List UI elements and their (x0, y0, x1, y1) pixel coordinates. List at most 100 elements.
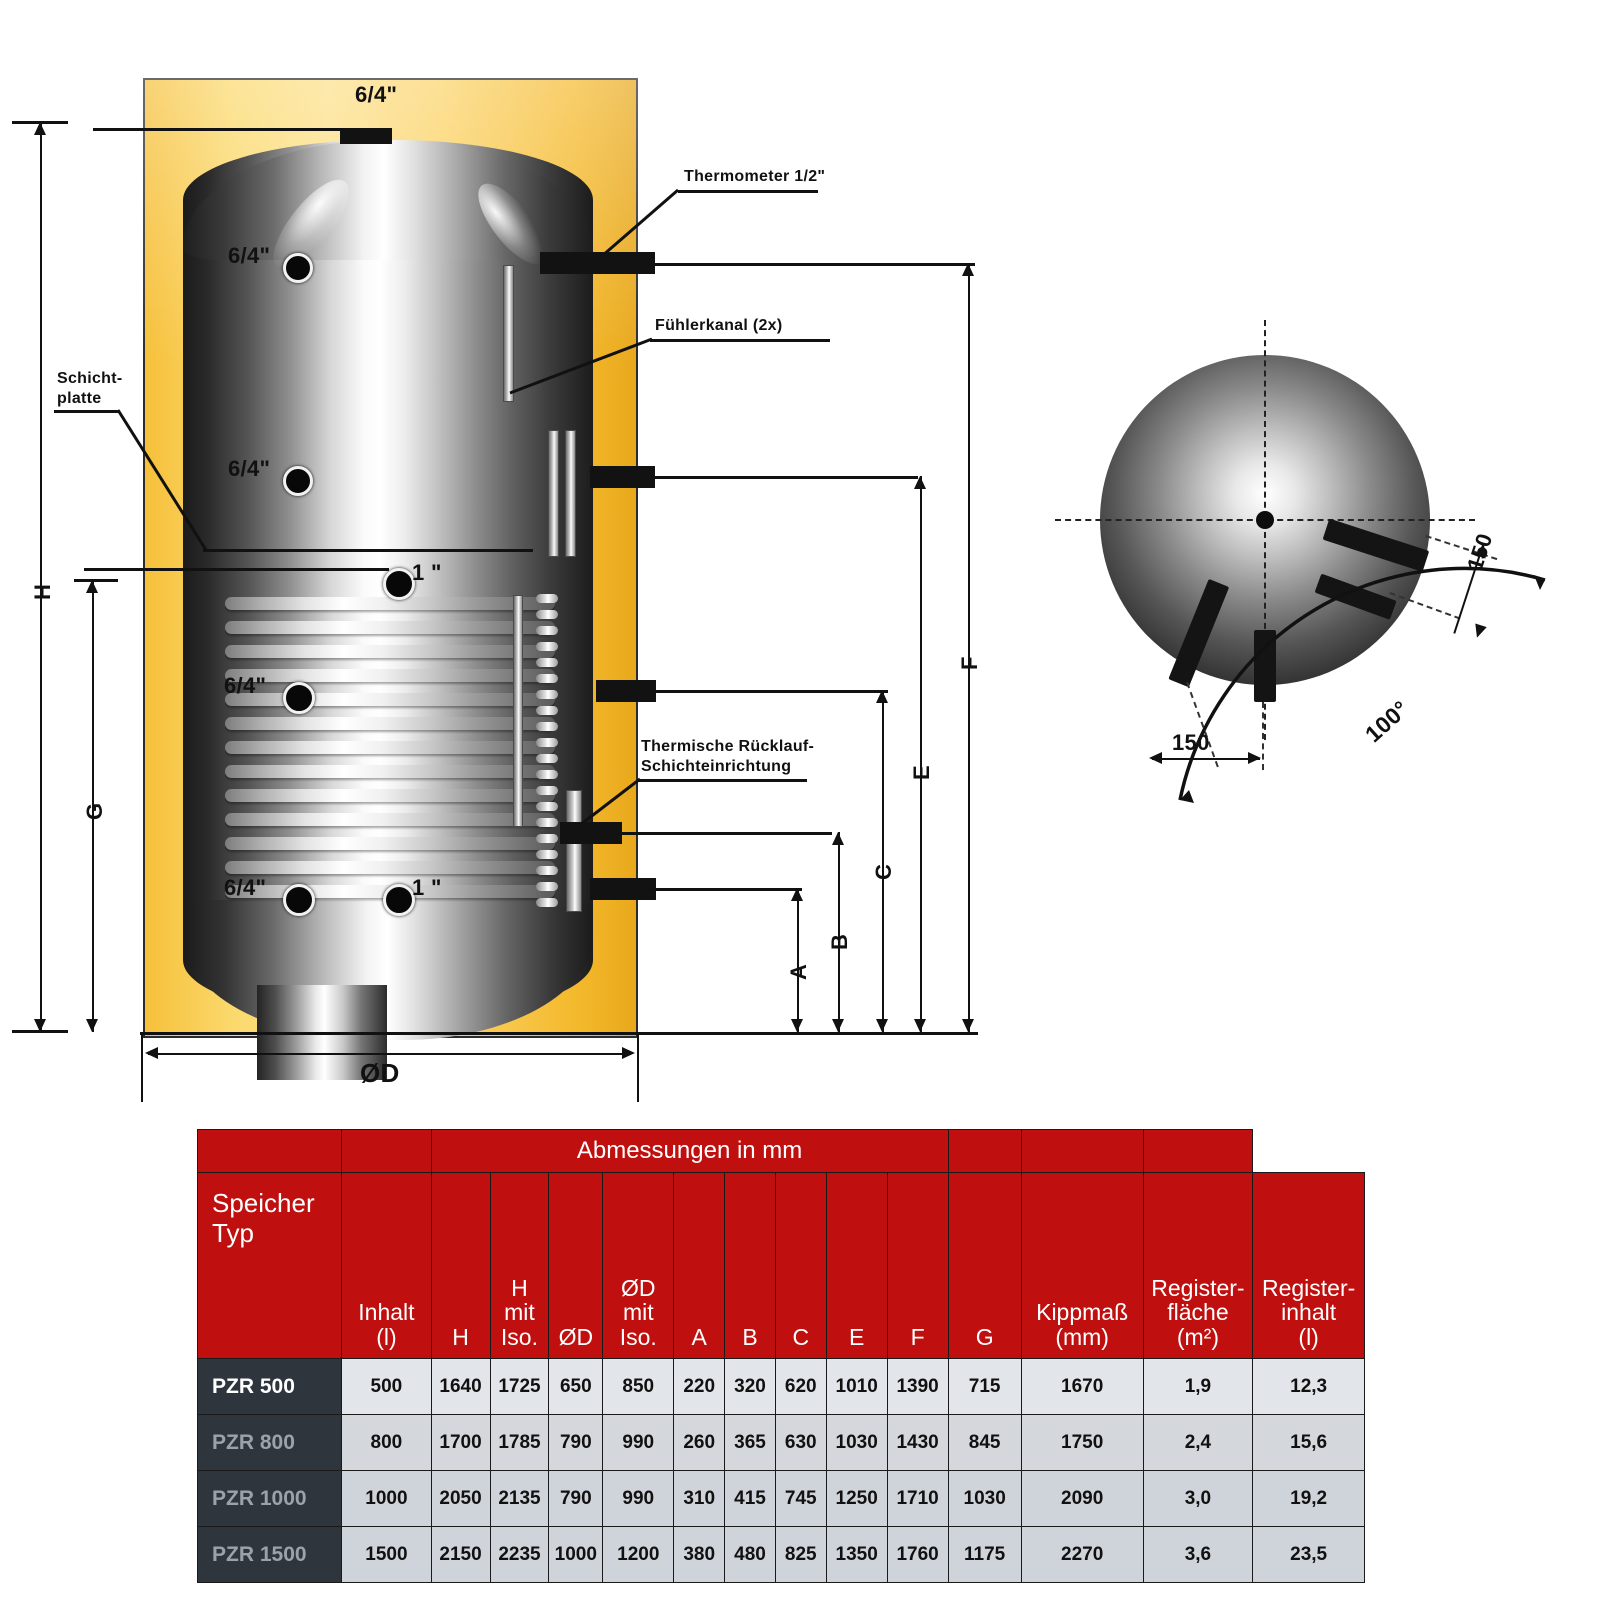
cell: 845 (947, 1414, 1022, 1471)
header-col-0-l2: Inhalt (358, 1299, 415, 1326)
header-col-13: Register- inhalt (l) (1252, 1172, 1365, 1359)
header-col-9: F (886, 1172, 949, 1359)
header-corner-blank-4 (1020, 1129, 1144, 1173)
header-col-4-l1: ØD (621, 1274, 656, 1301)
label-ruecklauf-line1: Thermische Rücklauf- (641, 738, 815, 755)
ruecklauf-leader-h (637, 779, 807, 782)
cell: 990 (602, 1470, 675, 1527)
ext-line-E (650, 476, 918, 479)
port-mid (283, 682, 315, 714)
dim-label-C: C (871, 863, 896, 880)
angle-arc-100 (1178, 566, 1546, 803)
label-thermometer: Thermometer 1/2" (684, 168, 826, 185)
header-col-1: H (430, 1172, 491, 1359)
dim-line-E (920, 476, 922, 1032)
center-point (1256, 511, 1274, 529)
baseline (140, 1032, 978, 1035)
top-nozzle (340, 128, 392, 144)
schichtplatte-leader-h (54, 410, 119, 413)
coil-return-bends (536, 590, 558, 915)
cell: 3,6 (1142, 1526, 1254, 1583)
top-nozzle-leader (93, 128, 343, 131)
dim-label-F: F (957, 656, 982, 670)
label-port-coil-in: 1 " (412, 560, 442, 585)
header-col-1-l3: H (452, 1323, 469, 1350)
cell: 790 (548, 1470, 604, 1527)
header-col-5: A (673, 1172, 726, 1359)
header-col-8: E (825, 1172, 888, 1359)
cell: 310 (673, 1470, 726, 1527)
table-row: PZR 800 800 1700 1785 790 990 260 365 63… (196, 1414, 1365, 1471)
header-col-12-l3: (m²) (1176, 1323, 1219, 1350)
cell: 800 (341, 1414, 432, 1471)
sensor-channel-lower (548, 430, 559, 557)
cell: 620 (774, 1358, 827, 1415)
dim-label-A: A (786, 963, 811, 980)
header-col-12: Register- fläche (m²) (1142, 1172, 1254, 1359)
table-body: PZR 500 500 1640 1725 650 850 220 320 62… (196, 1358, 1365, 1583)
header-col-7-l3: C (792, 1323, 810, 1350)
cell: 1200 (602, 1526, 675, 1583)
cell: 1700 (430, 1414, 491, 1471)
label-fuehlerkanal: Fühlerkanal (2x) (655, 317, 783, 334)
header-col-8-l3: E (848, 1323, 865, 1350)
cell: 1430 (886, 1414, 949, 1471)
dim-label-D: ØD (360, 1058, 400, 1088)
dim-line-B (838, 832, 840, 1032)
dim-line-A (797, 888, 799, 1032)
cell: 1390 (886, 1358, 949, 1415)
ext-line-B (617, 832, 832, 835)
cell: 12,3 (1252, 1358, 1365, 1415)
table-row: PZR 1000 1000 2050 2135 790 990 310 415 … (196, 1470, 1365, 1527)
header-corner-blank-2 (341, 1129, 432, 1173)
cell: 1000 (548, 1526, 604, 1583)
fuehlerkanal-leader-h (650, 339, 830, 342)
header-col-0-l3: (l) (376, 1323, 397, 1350)
coil-in-leader (84, 568, 389, 571)
nozzle-e (596, 680, 656, 702)
header-col-10-l3: G (975, 1323, 994, 1350)
header-col-2: H mit Iso. (489, 1172, 550, 1359)
dim-label-G: G (82, 802, 107, 820)
dim-label-B: B (827, 933, 852, 950)
ruecklauf-leader-diag (579, 777, 641, 827)
sensor-channel-lower-2 (565, 430, 576, 557)
header-col-6: B (724, 1172, 776, 1359)
cell: 850 (602, 1358, 675, 1415)
header-col-13-l3: (l) (1298, 1323, 1319, 1350)
header-col-3: ØD (548, 1172, 604, 1359)
cell: 1670 (1020, 1358, 1144, 1415)
technical-drawing-top-view: 150 150 100° (1030, 320, 1590, 830)
row-type: PZR 1000 (196, 1470, 343, 1527)
table-header-row: Speicher Typ Inhalt (l) H H mit Iso. (196, 1172, 1365, 1359)
cell: 2050 (430, 1470, 491, 1527)
cell: 1725 (489, 1358, 550, 1415)
thermometer-leader-h (678, 190, 818, 193)
specification-table: Abmessungen in mm Speicher Typ Inhalt (l… (196, 1129, 1365, 1583)
header-col-2-l2: mit (504, 1299, 535, 1326)
immersion-sleeve (513, 595, 523, 827)
port-upper-2 (283, 466, 313, 496)
cell: 23,5 (1252, 1526, 1365, 1583)
ext-line-A (650, 888, 802, 891)
header-group-abmessungen: Abmessungen in mm (430, 1129, 949, 1173)
port-coil-in (383, 568, 415, 600)
nozzle-c (560, 822, 622, 844)
stratification-plate (203, 549, 533, 552)
cell: 480 (724, 1526, 776, 1583)
cell: 415 (724, 1470, 776, 1527)
ext-line-C (650, 690, 888, 693)
ext-D-left (141, 1032, 143, 1102)
nozzle-b (590, 878, 656, 900)
cell: 715 (947, 1358, 1022, 1415)
cell: 2135 (489, 1470, 550, 1527)
spec-table: Abmessungen in mm Speicher Typ Inhalt (l… (196, 1129, 1365, 1583)
cell: 790 (548, 1414, 604, 1471)
cell: 220 (673, 1358, 726, 1415)
technical-drawing-side-view: 6/4" 6/4" 6/4" 1 " 6/4" 6/4" 1 " Thermom… (0, 0, 1030, 1110)
dim-line-F (968, 263, 970, 1032)
row-type: PZR 800 (196, 1414, 343, 1471)
cell: 15,6 (1252, 1414, 1365, 1471)
cell: 2,4 (1142, 1414, 1254, 1471)
table-row: PZR 1500 1500 2150 2235 1000 1200 380 48… (196, 1526, 1365, 1583)
